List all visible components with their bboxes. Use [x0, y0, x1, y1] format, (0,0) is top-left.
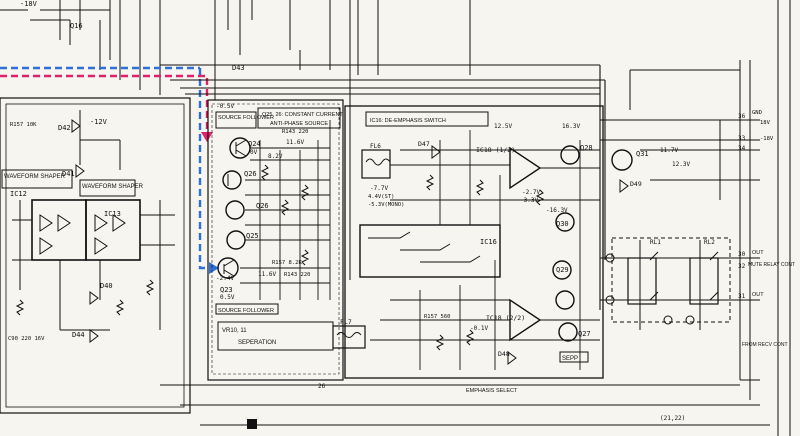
label-d43: D43 [232, 64, 245, 72]
label-q16: Q16 [70, 22, 83, 30]
label-q25: Q25 [246, 232, 259, 240]
label-mono-v: -5.3V(MONO) [368, 202, 404, 208]
relay-region [160, 0, 791, 436]
label-mute-relay: MUTE RELAY CONT [748, 262, 795, 268]
label-q26-b: Q26 [256, 202, 269, 210]
label-d48: D48 [498, 350, 510, 358]
label-v11-6-bottom: 11.6V [258, 271, 276, 278]
label-rl2: RL2 [704, 239, 715, 246]
pink-arrow-icon [201, 132, 213, 142]
label-34: 34 [738, 145, 746, 152]
label-neg-0-1v: -0.1V [470, 325, 488, 332]
label-d44: D44 [72, 331, 85, 339]
ic13-block [85, 199, 141, 261]
label-ic16: IC16 [480, 238, 497, 246]
label-d42: D42 [58, 124, 71, 132]
label-fl7: FL7 [340, 318, 352, 326]
label-c90: C90 220 16V [8, 336, 45, 342]
label-neg-2-7v: -2.7V [522, 189, 540, 196]
label-ic18-2: IC18 (2/2) [486, 314, 525, 322]
label-out-l: OUT [752, 250, 764, 256]
label-q26: Q26 [244, 170, 257, 178]
label-r157-10k: R157 10K [10, 122, 37, 128]
label-seperation: SEPERATION [238, 340, 276, 346]
label-fl6: FL6 [370, 143, 381, 150]
label-d40: D40 [100, 282, 113, 290]
label-21-22: (21,22) [660, 415, 685, 422]
label-waveform-shaper-right: WAVEFORM SHAPER [82, 184, 144, 190]
label-stereo-v: 4.4V(ST) [368, 194, 395, 200]
label-neg-0-5v: -0.5V [216, 103, 234, 110]
label-neg-2-4v: -2.4V [216, 275, 234, 282]
deemphasis-region [332, 105, 633, 379]
blue-arrow-icon [209, 262, 219, 274]
label-sepp: SEPP [562, 356, 578, 362]
label-source-follower-top: SOURCE FOLLOWER [218, 115, 274, 121]
label-32: 32 [738, 263, 746, 270]
label-neg-3-3v: -3.3V [520, 197, 538, 204]
label-r157-560: R157 560 [424, 314, 451, 320]
label-neg-18v-right: -18V [760, 136, 774, 142]
pink-signal-path [0, 74, 209, 140]
label-30: 30 [738, 251, 746, 258]
label-q29: Q29 [556, 266, 569, 274]
label-12-3v: 12.3V [672, 161, 690, 168]
label-q25-26-title: Q25, 26: CONSTANT CURRENT [262, 112, 343, 118]
label-rl1: RL1 [650, 239, 661, 246]
label-q24: Q24 [248, 140, 261, 148]
label-d49: D49 [630, 180, 642, 188]
label-16-3v: 16.3V [562, 123, 580, 130]
label-31: 31 [738, 293, 746, 300]
label-ic13: IC13 [104, 210, 121, 218]
label-d47: D47 [418, 140, 430, 148]
label-waveform-shaper-left: WAVEFORM SHAPER [4, 174, 66, 180]
ic16-block [359, 224, 501, 278]
label-neg-16-3v: -16.3V [546, 207, 568, 214]
label-26: 26 [318, 383, 326, 390]
label-ic18-1: IC18 (1/2) [476, 146, 515, 154]
label-11-7v: 11.7V [660, 147, 678, 154]
label-ic16-title: IC16: DE-EMPHASIS SWITCH [370, 118, 446, 124]
label-q30: Q30 [556, 220, 569, 228]
left-region [0, 0, 191, 414]
label-r157-8-2k: R157 8.2K [272, 260, 302, 266]
label-d41: D41 [62, 170, 75, 178]
scan-marker [247, 419, 257, 429]
label-r143-bottom: R143 220 [284, 272, 311, 278]
label-q28: Q28 [580, 144, 593, 152]
label-12-5v: 12.5V [494, 123, 512, 130]
label-emphasis-select: EMPHASIS SELECT [466, 388, 518, 394]
label-q27: Q27 [578, 330, 591, 338]
label-neg-12v: -12V [90, 118, 108, 126]
label-source-follower-bottom: SOURCE FOLLOWER [218, 308, 274, 314]
label-33: 33 [738, 135, 746, 142]
label-r143-top: R143 220 [282, 129, 309, 135]
label-from-recv: FROM RECV CONT [742, 342, 788, 348]
text-labels: Q16 -18V R157 10K D42 -12V D41 WAVEFORM … [4, 0, 795, 422]
label-36: 36 [738, 113, 746, 120]
label-q23-v: 0.5V [220, 294, 235, 301]
label-out-r: OUT [752, 292, 764, 298]
label-gnd: GND [752, 110, 762, 116]
label-0v: 0V [250, 149, 258, 156]
label-neg-18v: -18V [20, 0, 38, 8]
label-18v: 18V [760, 120, 771, 126]
label-ic12: IC12 [10, 190, 27, 198]
label-vr10-11: VR10, 11 [222, 328, 247, 334]
label-q23: Q23 [220, 286, 233, 294]
label-v8-2: 8.2V [268, 153, 283, 160]
source-follower-region [207, 99, 344, 381]
label-v11-6: 11.6V [286, 139, 304, 146]
label-neg-7-7v: -7.7V [370, 185, 388, 192]
label-anti-phase: ANTI-PHASE SOURCE [270, 121, 328, 127]
label-q31: Q31 [636, 150, 649, 158]
